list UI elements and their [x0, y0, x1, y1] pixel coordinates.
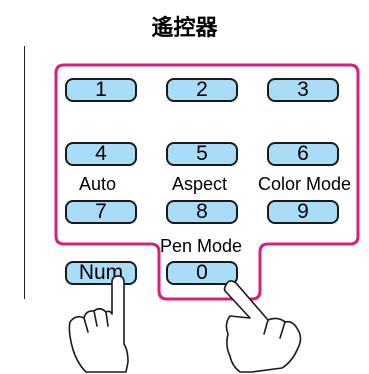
label-pen-mode: Pen Mode	[160, 236, 243, 256]
pointing-hand-icon	[68, 275, 129, 373]
key-7[interactable]: 7	[65, 200, 137, 224]
key-0[interactable]: 0	[166, 261, 238, 285]
diagram-title: 遙控器	[151, 16, 218, 41]
label-color-mode: Color Mode	[258, 174, 352, 194]
key-5[interactable]: 5	[166, 142, 238, 166]
pointing-hand-icon	[223, 280, 302, 373]
label-aspect: Aspect	[172, 174, 228, 194]
key-2[interactable]: 2	[166, 78, 238, 102]
key-6[interactable]: 6	[267, 142, 339, 166]
key-3[interactable]: 3	[267, 78, 339, 102]
key-num[interactable]: Num	[65, 261, 137, 285]
key-8[interactable]: 8	[166, 200, 238, 224]
key-1[interactable]: 1	[65, 78, 137, 102]
label-auto: Auto	[79, 174, 117, 194]
divider-line	[24, 46, 25, 299]
key-4[interactable]: 4	[65, 142, 137, 166]
key-9[interactable]: 9	[267, 200, 339, 224]
